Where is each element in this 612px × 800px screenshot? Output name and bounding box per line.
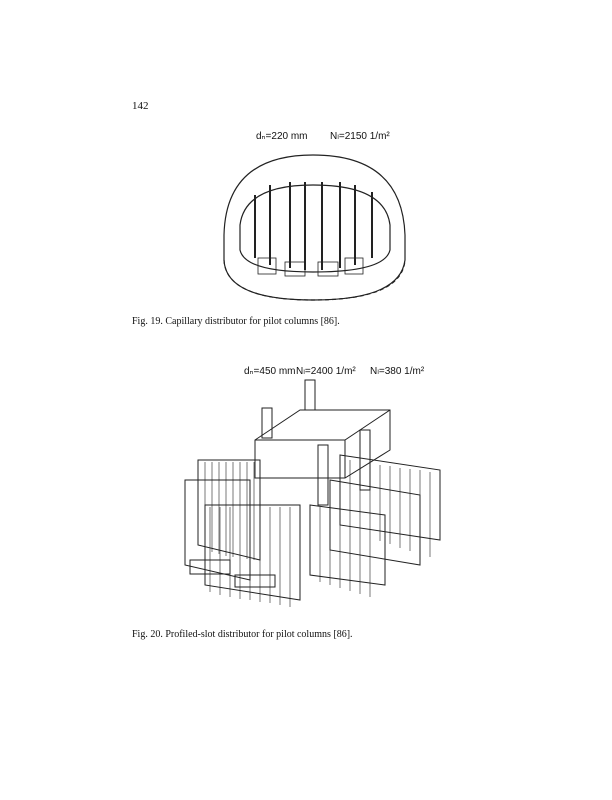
figure-20-diameter-label: dₙ=450 mm <box>244 366 296 377</box>
figure-19-density-label: Nₗ=2150 1/m² <box>330 131 390 142</box>
figure-19-caption: Fig. 19. Capillary distributor for pilot… <box>132 316 340 327</box>
figure-20-density-label-1: Nₗ=2400 1/m² <box>296 366 356 377</box>
figure-19-diameter-label: dₙ=220 mm <box>256 131 308 142</box>
page-number: 142 <box>132 100 149 112</box>
figure-20-density-label-2: Nₗ=380 1/m² <box>370 366 425 377</box>
figure-20-caption: Fig. 20. Profiled-slot distributor for p… <box>132 629 353 640</box>
